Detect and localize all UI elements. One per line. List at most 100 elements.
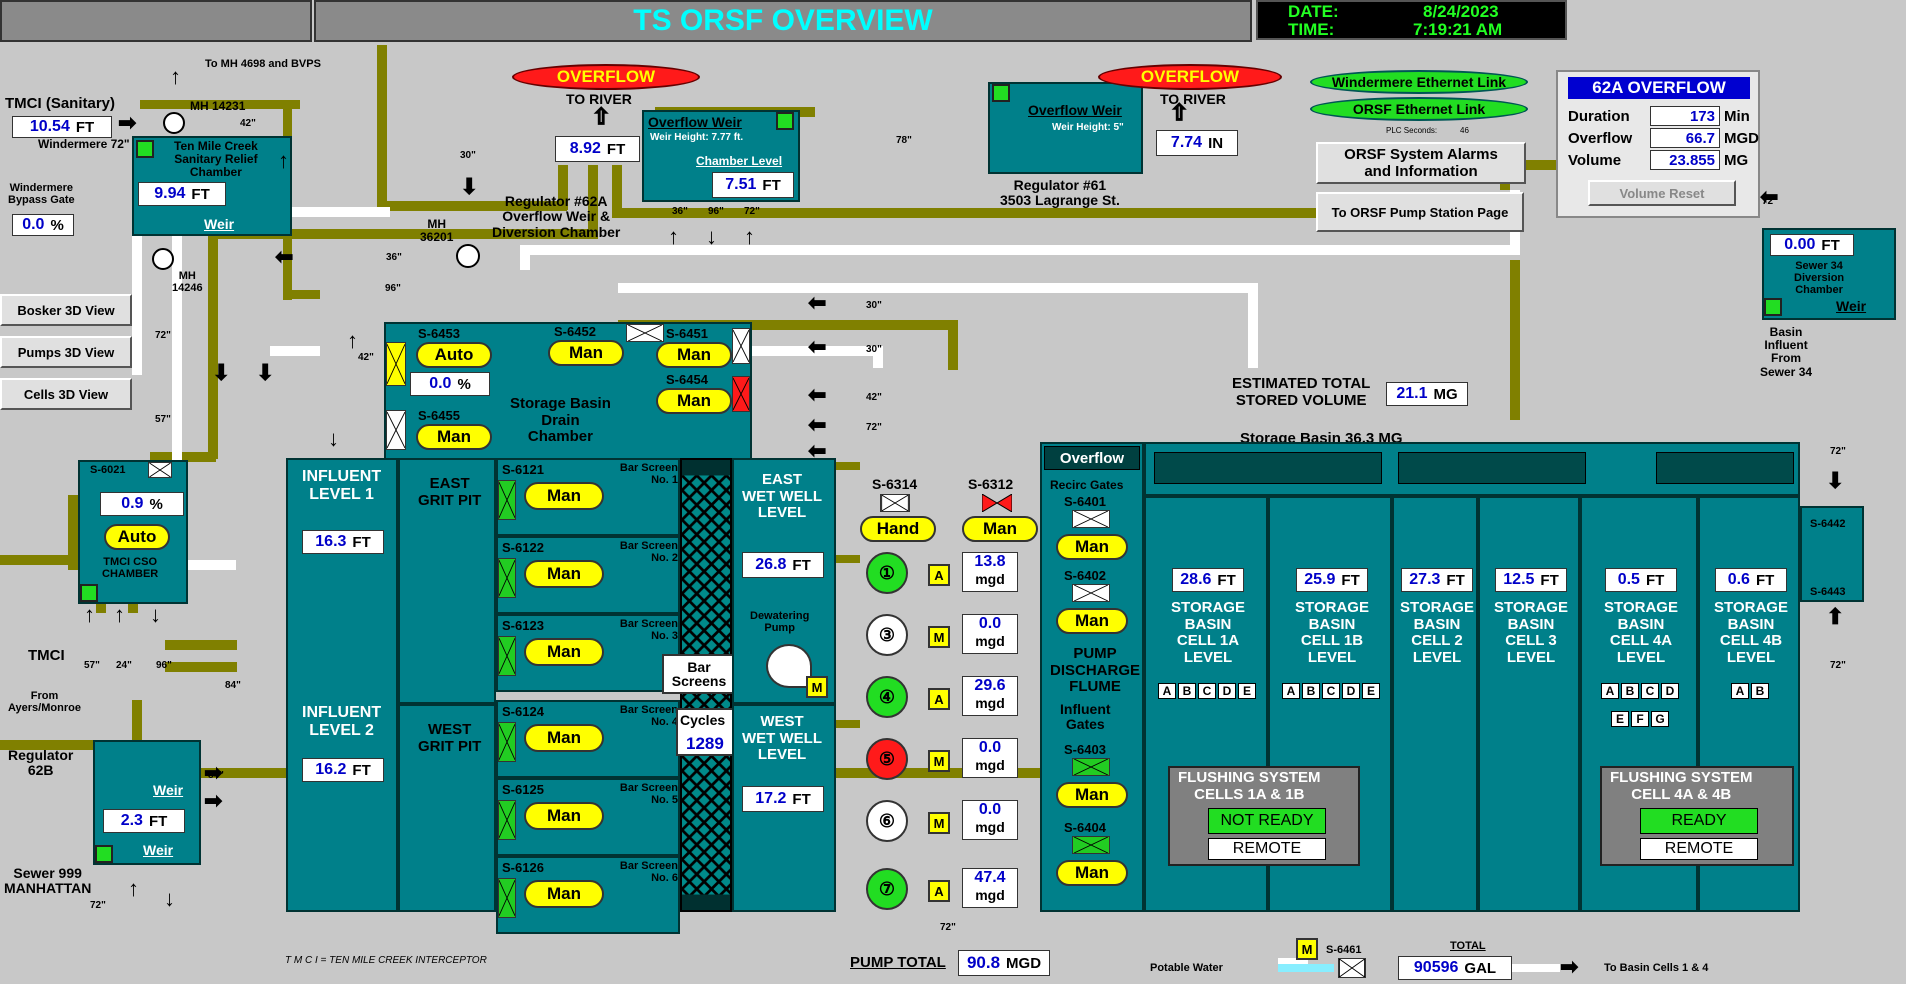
cycles-display: Cycles 1289 bbox=[676, 708, 734, 756]
dewatering-pump-label: Dewatering Pump bbox=[750, 610, 810, 635]
s6442-label: S-6442 bbox=[1810, 518, 1846, 530]
pump-1-icon[interactable]: ① bbox=[866, 552, 908, 594]
down-arrow-right: ⬇ bbox=[1826, 468, 1845, 493]
s6453-auto-button[interactable]: Auto bbox=[416, 342, 492, 368]
screen-man-button[interactable]: Man bbox=[524, 482, 604, 510]
pump-mode-indicator[interactable]: A bbox=[928, 564, 950, 586]
screen-man-button[interactable]: Man bbox=[524, 802, 604, 830]
s6404-label: S-6404 bbox=[1064, 820, 1106, 835]
s6452-man-button[interactable]: Man bbox=[548, 340, 624, 366]
pct-unit: % bbox=[149, 495, 163, 513]
screen-gate-icon[interactable] bbox=[498, 480, 516, 520]
bar-screen-3: S-6123 Man Bar Screen No. 3 bbox=[496, 614, 680, 692]
pipe-72-basin-in bbox=[1510, 260, 1520, 420]
s6021-auto-button[interactable]: Auto bbox=[104, 524, 170, 550]
s6401-gate-icon[interactable] bbox=[1072, 510, 1110, 528]
reg62b-weir-top: Weir bbox=[153, 782, 184, 798]
s6452-gate-icon[interactable] bbox=[626, 324, 664, 342]
screen-gate-icon[interactable] bbox=[498, 800, 516, 840]
s6404-gate-icon[interactable] bbox=[1072, 836, 1110, 854]
s6461-mode-indicator[interactable]: M bbox=[1296, 938, 1318, 960]
s6455-gate-icon[interactable] bbox=[386, 410, 406, 450]
s6453-gate-icon[interactable] bbox=[386, 342, 406, 386]
screen-man-button[interactable]: Man bbox=[524, 880, 604, 908]
screen-gate-icon[interactable] bbox=[498, 878, 516, 918]
screen-gate-label: S-6123 bbox=[502, 618, 544, 633]
screen-gate-label: S-6126 bbox=[502, 860, 544, 875]
s6461-valve-icon[interactable] bbox=[1338, 958, 1366, 978]
s6404-man-button[interactable]: Man bbox=[1056, 860, 1128, 886]
pump-3-icon[interactable]: ④ bbox=[866, 676, 908, 718]
pipe-72-horizontal bbox=[612, 208, 1452, 218]
s6314-label: S-6314 bbox=[872, 476, 918, 492]
s6454-gate-icon[interactable] bbox=[732, 376, 750, 412]
s6402-gate-icon[interactable] bbox=[1072, 584, 1110, 602]
ft-unit: FT bbox=[352, 533, 371, 551]
pump-flow-unit: mgd bbox=[975, 633, 1005, 650]
cycles-label: Cycles bbox=[680, 712, 726, 728]
screen-gate-icon[interactable] bbox=[498, 722, 516, 762]
pipe-label-30-b: 30" bbox=[866, 344, 882, 355]
s6312-valve-icon[interactable] bbox=[981, 493, 1013, 513]
dewatering-mode-indicator[interactable]: M bbox=[806, 676, 828, 698]
screen-gate-icon[interactable] bbox=[498, 558, 516, 598]
pipe-42-basin-down bbox=[948, 320, 958, 370]
pump-6-icon[interactable]: ⑦ bbox=[866, 868, 908, 910]
ft-unit: FT bbox=[1217, 571, 1236, 589]
pipe-label-57: 57" bbox=[155, 414, 171, 425]
s6021-gate-icon[interactable] bbox=[148, 462, 172, 478]
s6401-man-button[interactable]: Man bbox=[1056, 534, 1128, 560]
screen-man-button[interactable]: Man bbox=[524, 724, 604, 752]
s6403-man-button[interactable]: Man bbox=[1056, 782, 1128, 808]
pump-mode-indicator[interactable]: M bbox=[928, 626, 950, 648]
dewatering-pump-icon[interactable] bbox=[766, 644, 812, 688]
pump-mode-indicator[interactable]: A bbox=[928, 880, 950, 902]
pumps-3d-view-button[interactable]: Pumps 3D View bbox=[0, 336, 132, 368]
cells-3d-view-button[interactable]: Cells 3D View bbox=[0, 378, 132, 410]
s6314-valve-icon[interactable] bbox=[880, 494, 910, 512]
right-arrow-potable: ➡ bbox=[1560, 954, 1579, 979]
plc-seconds-value: 46 bbox=[1460, 126, 1469, 135]
pump-mode-indicator[interactable]: M bbox=[928, 750, 950, 772]
ft-unit: FT bbox=[1821, 236, 1840, 254]
orsf-pump-station-button[interactable]: To ORSF Pump Station Page bbox=[1316, 192, 1524, 232]
volume-reset-button[interactable]: Volume Reset bbox=[1588, 180, 1736, 206]
left-arrow-72a: ⬅ bbox=[808, 412, 827, 437]
s6402-man-button[interactable]: Man bbox=[1056, 608, 1128, 634]
s6314-hand-button[interactable]: Hand bbox=[860, 516, 936, 542]
screen-man-button[interactable]: Man bbox=[524, 638, 604, 666]
up-arrow-river-62a: ⇧ bbox=[591, 104, 611, 129]
white-pipe-potable bbox=[1278, 958, 1308, 966]
screen-man-button[interactable]: Man bbox=[524, 560, 604, 588]
sewer34-status-indicator bbox=[1764, 298, 1782, 316]
pump-4-icon[interactable]: ⑤ bbox=[866, 738, 908, 780]
east-wet-well-label: EAST WET WELL LEVEL bbox=[742, 471, 822, 521]
s6403-label: S-6403 bbox=[1064, 742, 1106, 757]
volume-label: Volume bbox=[1568, 152, 1622, 169]
screen-gate-icon[interactable] bbox=[498, 636, 516, 676]
s6455-man-button[interactable]: Man bbox=[416, 424, 492, 450]
cell-label: STORAGE BASIN CELL 2 LEVEL bbox=[1400, 599, 1474, 666]
s6454-man-button[interactable]: Man bbox=[656, 388, 732, 414]
s6403-gate-icon[interactable] bbox=[1072, 758, 1110, 776]
duration-display: 173 bbox=[1650, 106, 1720, 126]
orsf-alarms-button[interactable]: ORSF System Alarms and Information bbox=[1316, 142, 1526, 184]
header-left-panel bbox=[0, 0, 312, 42]
tmci-label: TMCI bbox=[28, 647, 65, 664]
bosker-3d-view-button[interactable]: Bosker 3D View bbox=[0, 294, 132, 326]
s6451-gate-icon[interactable] bbox=[732, 328, 750, 364]
potable-out-pipe bbox=[1512, 964, 1560, 972]
pump-2-icon[interactable]: ③ bbox=[866, 614, 908, 656]
s6451-man-button[interactable]: Man bbox=[656, 342, 732, 368]
pipe-label-72: 72" bbox=[155, 330, 171, 341]
pump-mode-indicator[interactable]: M bbox=[928, 812, 950, 834]
cell-level-value: 25.9 bbox=[1304, 571, 1336, 588]
pump-mode-indicator[interactable]: A bbox=[928, 688, 950, 710]
s6312-man-button[interactable]: Man bbox=[962, 516, 1038, 542]
tenmile-status-indicator bbox=[136, 140, 154, 158]
pump-5-icon[interactable]: ⑥ bbox=[866, 800, 908, 842]
